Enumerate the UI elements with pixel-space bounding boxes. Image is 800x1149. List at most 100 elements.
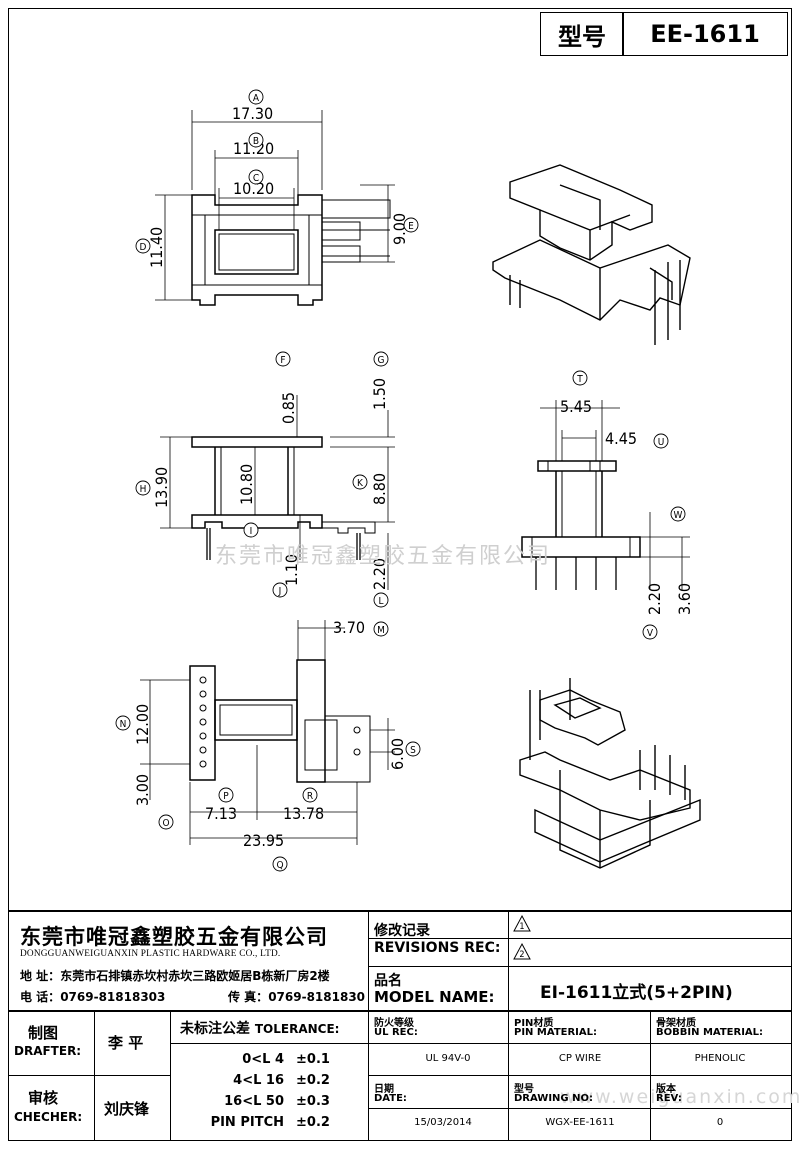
company-name-cn: 东莞市唯冠鑫塑胶五金有限公司 [20, 925, 328, 949]
revision-1-mark: 1 [519, 922, 524, 932]
dim-b: 11.20 [233, 139, 274, 158]
front-view [160, 395, 395, 590]
callout-k: K [357, 478, 364, 489]
rev-label-en: REV: [656, 1093, 682, 1104]
date-label-en: DATE: [374, 1093, 407, 1104]
callout-g: G [378, 355, 385, 366]
dim-j: 1.10 [282, 554, 301, 586]
drawing-label-en: DRAWING NO: [514, 1093, 593, 1104]
drawing-frame [8, 8, 792, 1141]
drawing-label-cn: 型号 [514, 1084, 534, 1095]
technical-drawing: 17.30 11.20 10.20 11.40 9.00 0.85 1.50 1… [115, 89, 701, 872]
callout-w: W [674, 510, 683, 521]
isometric-view-bottom [519, 678, 701, 869]
callout-b: B [253, 136, 259, 147]
revision-2-mark: 2 [519, 950, 524, 960]
dim-q: 23.95 [243, 831, 284, 850]
dim-i: 10.80 [237, 464, 256, 505]
ul-label-cn: 防火等级 [374, 1018, 414, 1029]
callout-n: N [120, 719, 127, 730]
tolerance-label-cn: 未标注公差 [180, 1021, 250, 1037]
date-label-cn: 日期 [374, 1084, 394, 1095]
tolerance-range-4: PIN PITCH [210, 1115, 284, 1130]
pin-label-en: PIN MATERIAL: [514, 1027, 597, 1038]
fax-label: 传 真： [228, 990, 269, 1004]
fax-value: 0769-8181830 [268, 990, 366, 1004]
dim-s: 6.00 [388, 738, 407, 770]
dim-e: 9.00 [390, 213, 409, 245]
pin-label-cn: PIN材质 [514, 1018, 554, 1029]
dim-u: 4.45 [605, 429, 637, 448]
callout-s: S [410, 745, 416, 756]
callout-l: L [378, 596, 383, 607]
model-label-box: 型号 [540, 12, 624, 56]
callout-d: D [140, 242, 147, 253]
callout-a: A [253, 93, 260, 104]
dim-c: 10.20 [233, 179, 274, 198]
model-value-box: EE-1611 [622, 12, 788, 56]
tolerance-value-3: ±0.3 [296, 1094, 330, 1109]
phone-value: 0769-81818303 [60, 990, 166, 1004]
rev-label-cn: 版本 [656, 1084, 676, 1095]
dim-k: 8.80 [370, 473, 389, 505]
dim-l: 2.20 [370, 558, 389, 590]
address-value: 东莞市石排镇赤坎村赤坎三路欧姬居B栋新厂房2楼 [60, 969, 330, 983]
callout-f: F [280, 355, 285, 366]
tolerance-range-2: 4<L 16 [233, 1073, 284, 1088]
tolerance-value-1: ±0.1 [296, 1052, 330, 1067]
tolerance-value-4: ±0.2 [296, 1115, 330, 1130]
tolerance-range-1: 0<L 4 [242, 1052, 284, 1067]
watermark-website: www.weiguanxin.com [560, 1086, 800, 1108]
ul-value: UL 94V-0 [425, 1053, 471, 1064]
pin-value: CP WIRE [558, 1053, 602, 1064]
callout-e: E [408, 221, 414, 232]
rev-value: 0 [716, 1117, 724, 1128]
company-name-en: DONGGUANWEIGUANXIN PLASTIC HARDWARE CO.,… [20, 949, 281, 959]
bobbin-value: PHENOLIC [694, 1053, 746, 1064]
callout-h: H [140, 484, 147, 495]
dim-a: 17.30 [232, 104, 273, 123]
revision-2-triangle: 2 [513, 942, 531, 960]
ul-label-en: UL REC: [374, 1027, 418, 1038]
model-label: 型号 [558, 22, 606, 51]
revisions-label-cn: 修改记录 [374, 923, 430, 939]
callout-i: I [250, 526, 253, 537]
model-name-value: EI-1611立式(5+2PIN) [540, 983, 733, 1003]
dim-v: 2.20 [645, 583, 664, 615]
address-label: 地 址： [20, 969, 61, 983]
bobbin-label-en: BOBBIN MATERIAL: [656, 1027, 764, 1038]
checker-label-en: CHECHER: [14, 1110, 83, 1124]
dim-f: 0.85 [279, 392, 298, 424]
top-view [155, 110, 395, 306]
drafter-label-cn: 制图 [28, 1024, 59, 1042]
dim-t: 5.45 [560, 397, 592, 416]
dim-p: 7.13 [205, 804, 237, 823]
watermark-company: 东莞市唯冠鑫塑胶五金有限公司 [215, 544, 552, 569]
dim-r: 13.78 [283, 804, 324, 823]
revisions-label-en: REVISIONS REC: [374, 940, 501, 956]
dim-g: 1.50 [370, 378, 389, 410]
isometric-view-top [492, 164, 691, 345]
callout-o: O [162, 818, 169, 829]
drawing-value: WGX-EE-1611 [545, 1117, 615, 1128]
dim-w: 3.60 [675, 583, 694, 615]
callout-v: V [647, 628, 654, 639]
model-name-label-cn: 品名 [374, 973, 402, 989]
callout-r: R [307, 791, 313, 802]
callout-m: M [377, 625, 385, 636]
phone-label: 电 话： [20, 990, 61, 1004]
bobbin-label-cn: 骨架材质 [656, 1018, 696, 1029]
model-name-label-en: MODEL NAME: [374, 988, 495, 1006]
drafter-label-en: DRAFTER: [14, 1044, 82, 1058]
dim-m: 3.70 [333, 618, 365, 637]
dim-d: 11.40 [147, 227, 166, 268]
callout-j: J [278, 586, 282, 597]
callout-p: P [223, 791, 229, 802]
checker-name: 刘庆锋 [104, 1100, 150, 1118]
model-value: EE-1611 [650, 20, 760, 48]
checker-label-cn: 审核 [28, 1089, 59, 1107]
tolerance-value-2: ±0.2 [296, 1073, 330, 1088]
dim-h: 13.90 [152, 467, 171, 508]
drafter-name: 李 平 [108, 1034, 144, 1052]
callout-t: T [576, 374, 583, 385]
